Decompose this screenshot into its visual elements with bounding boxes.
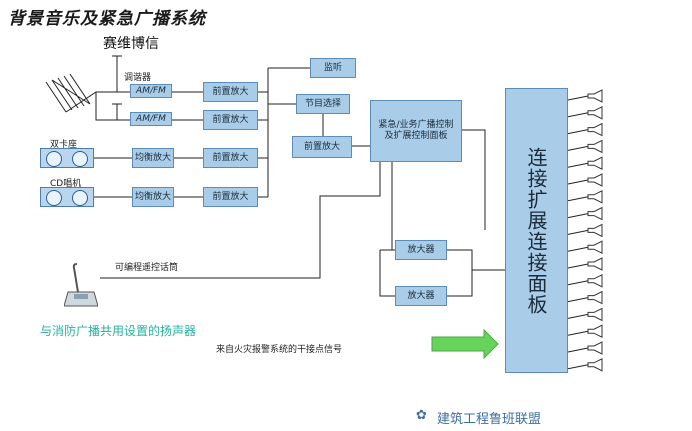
cd-player-label: CD唱机 xyxy=(50,179,82,189)
speaker-icon xyxy=(587,273,603,288)
speaker-wire xyxy=(567,95,589,101)
program-select-box: 节目选择 xyxy=(296,94,350,114)
speaker-icon xyxy=(587,341,603,355)
speaker-wire xyxy=(567,313,589,319)
speaker-wire xyxy=(567,162,589,168)
speaker-icon xyxy=(587,223,603,238)
tuner-label: 调谐器 xyxy=(124,73,152,83)
speaker-wire xyxy=(567,263,589,269)
connection-panel-label: 连接扩展连接面板 xyxy=(524,146,548,315)
watermark-text: 建筑工程鲁班联盟 xyxy=(437,412,542,427)
preamp-4: 前置放大 xyxy=(203,187,258,207)
speaker-wire xyxy=(567,347,589,353)
speaker-wire xyxy=(567,364,589,370)
tape-deck-label: 双卡座 xyxy=(50,140,78,150)
speaker-wire xyxy=(567,196,589,202)
speaker-icon xyxy=(587,156,603,171)
speaker-icon xyxy=(587,357,603,372)
preamp-2: 前置放大 xyxy=(203,110,258,130)
mic-label: 可编程遥控话筒 xyxy=(115,263,179,273)
speaker-icon xyxy=(587,173,603,187)
shared-speaker-note: 与消防广播共用设置的扬声器 xyxy=(40,324,197,338)
speaker-wire xyxy=(567,129,589,135)
speaker-icon xyxy=(587,290,603,305)
speaker-wire xyxy=(567,297,589,303)
preamp-1: 前置放大 xyxy=(203,82,258,102)
wechat-icon: ✿ xyxy=(416,408,427,423)
control-panel-box: 紧急/业务广播控制及扩展控制面板 xyxy=(370,100,462,162)
speaker-icon xyxy=(587,189,603,204)
speaker-wire xyxy=(567,280,589,286)
mixer-amp-box: 前置放大 xyxy=(292,136,352,158)
tape-deck-icon xyxy=(40,148,94,168)
monitor-box: 监听 xyxy=(310,58,356,78)
speaker-icon xyxy=(587,139,603,154)
preamp-3: 前置放大 xyxy=(203,148,258,168)
speaker-wire xyxy=(567,246,589,252)
eq-amp-1: 均衡放大 xyxy=(132,148,174,168)
speaker-icon xyxy=(587,89,603,103)
speaker-icon xyxy=(587,324,603,339)
speaker-icon xyxy=(587,240,603,255)
power-amp-2: 放大器 xyxy=(395,286,447,306)
diagram-title: 背景音乐及紧急广播系统 xyxy=(8,9,206,29)
speaker-icon xyxy=(587,105,603,120)
power-amp-1: 放大器 xyxy=(395,240,447,260)
speaker-icon xyxy=(587,257,603,271)
connection-panel: 连接扩展连接面板 xyxy=(505,88,568,373)
am-fm-tuner-2: AM/FM xyxy=(130,112,172,126)
fire-signal-label: 来自火灾报警系统的干接点信号 xyxy=(216,345,343,355)
eq-amp-2: 均衡放大 xyxy=(132,187,174,207)
speaker-wire xyxy=(567,213,589,219)
speaker-wire xyxy=(567,229,589,235)
microphone-icon xyxy=(63,262,99,308)
speaker-icon xyxy=(587,206,603,221)
speaker-wire xyxy=(567,179,589,185)
speaker-wire xyxy=(567,112,589,118)
speaker-icon xyxy=(587,307,603,322)
speaker-icon xyxy=(587,122,603,137)
speaker-wire xyxy=(567,330,589,336)
subtitle: 赛维博信 xyxy=(103,36,159,52)
speaker-wire xyxy=(567,145,589,151)
am-fm-tuner-1: AM/FM xyxy=(130,84,172,98)
cd-player-icon xyxy=(40,187,94,207)
